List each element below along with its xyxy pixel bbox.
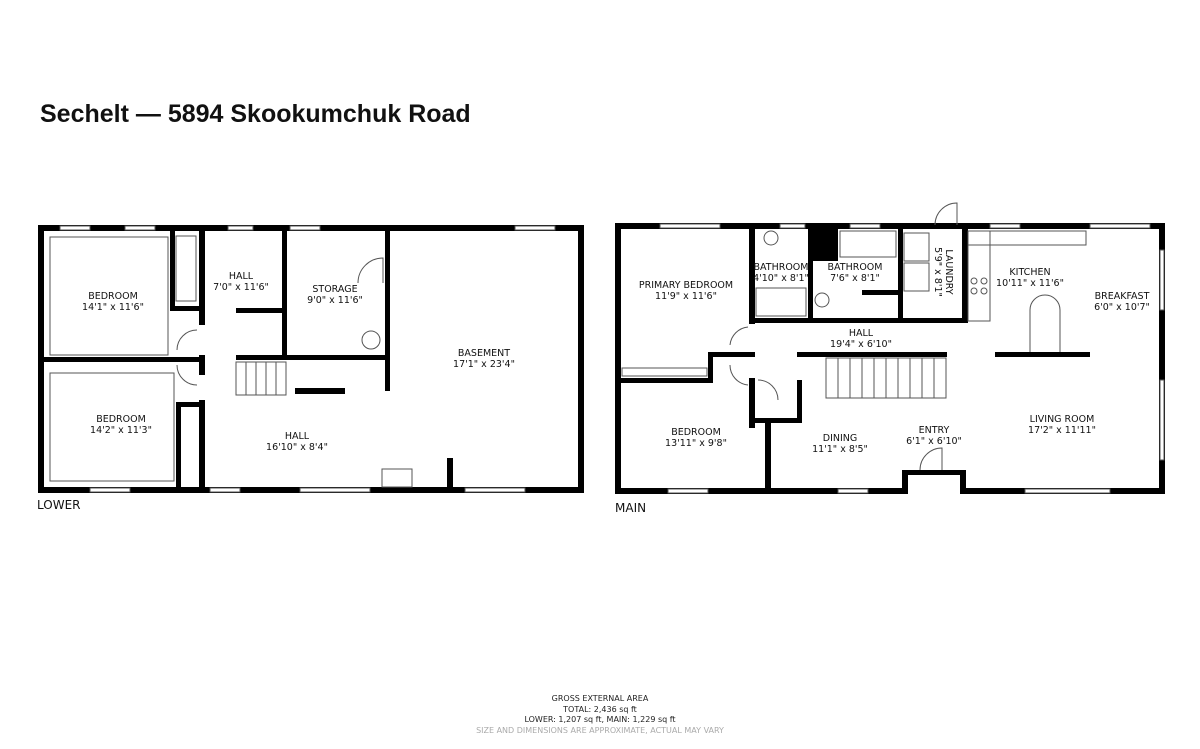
room-name: BEDROOM [671, 427, 721, 438]
room-size: 10'11" x 11'6" [996, 278, 1064, 289]
room-name: BATHROOM [828, 262, 883, 273]
room-size: 17'1" x 23'4" [453, 359, 515, 370]
room-size: 7'6" x 8'1" [830, 273, 880, 284]
room-size: 7'0" x 11'6" [213, 282, 269, 293]
main-floor-plan: PRIMARY BEDROOM 11'9" x 11'6" BATHROOM 4… [615, 202, 1165, 515]
room-size: 5'9" x 8'1" [932, 247, 943, 297]
floor-label: LOWER [37, 498, 81, 512]
room-name: ENTRY [919, 425, 950, 436]
room-size: 4'10" x 8'1" [753, 273, 809, 284]
room-size: 6'1" x 6'10" [906, 436, 962, 447]
room-name: LIVING ROOM [1030, 414, 1095, 425]
room-name: BREAKFAST [1095, 291, 1150, 302]
area-summary: GROSS EXTERNAL AREA TOTAL: 2,436 sq ft L… [0, 694, 1200, 736]
area-total: TOTAL: 2,436 sq ft [563, 704, 637, 714]
room-name: BEDROOM [96, 414, 146, 425]
room-size: 19'4" x 6'10" [830, 339, 892, 350]
page-title: Sechelt — 5894 Skookumchuk Road [40, 100, 471, 128]
room-name: HALL [849, 328, 874, 339]
lower-floor-plan: BEDROOM 14'1" x 11'6" BEDROOM 14'2" x 11… [37, 225, 584, 512]
room-name: BATHROOM [754, 262, 809, 273]
room-name: LAUNDRY [943, 249, 954, 294]
room-size: 11'9" x 11'6" [655, 291, 717, 302]
room-name: HALL [229, 271, 254, 282]
area-breakdown: LOWER: 1,207 sq ft, MAIN: 1,229 sq ft [524, 715, 676, 724]
area-disclaimer: SIZE AND DIMENSIONS ARE APPROXIMATE, ACT… [476, 725, 724, 735]
room-size: 17'2" x 11'11" [1028, 425, 1096, 436]
area-heading: GROSS EXTERNAL AREA [551, 694, 649, 703]
room-name: KITCHEN [1009, 267, 1050, 278]
floor-label: MAIN [615, 501, 646, 515]
room-name: HALL [285, 431, 310, 442]
room-size: 14'2" x 11'3" [90, 425, 152, 436]
room-name: BEDROOM [88, 291, 138, 302]
room-size: 9'0" x 11'6" [307, 295, 363, 306]
room-name: DINING [823, 433, 858, 444]
room-size: 11'1" x 8'5" [812, 444, 868, 455]
room-size: 16'10" x 8'4" [266, 442, 328, 453]
room-name: PRIMARY BEDROOM [639, 280, 733, 291]
room-size: 14'1" x 11'6" [82, 302, 144, 313]
room-size: 13'11" x 9'8" [665, 438, 727, 449]
room-size: 6'0" x 10'7" [1094, 302, 1150, 313]
room-name: BASEMENT [458, 348, 510, 359]
room-name: STORAGE [312, 284, 357, 295]
